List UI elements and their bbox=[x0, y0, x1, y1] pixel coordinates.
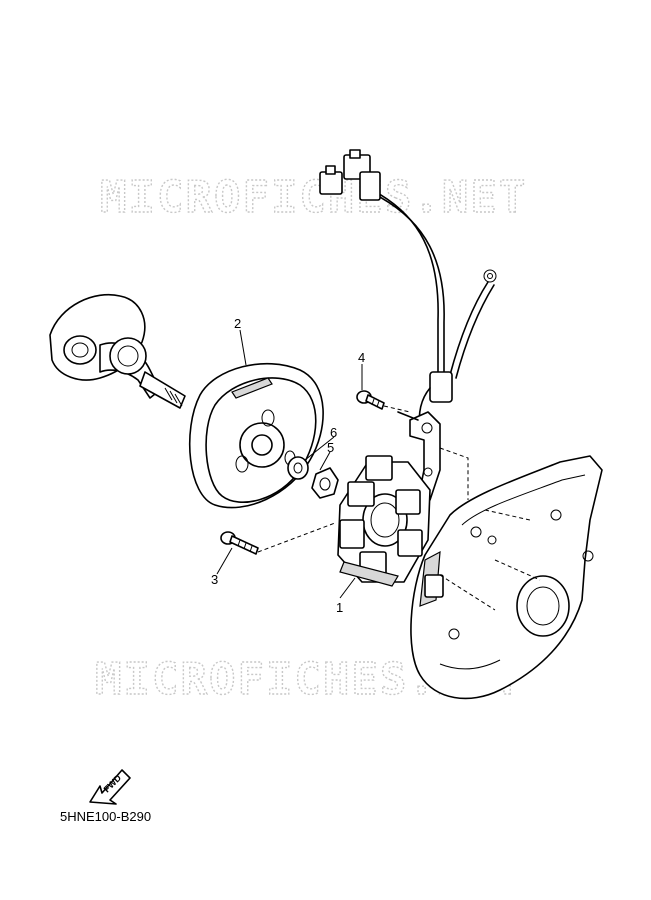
diagram-code: 5HNE100-B290 bbox=[60, 809, 151, 824]
bolt-screw-3 bbox=[220, 531, 259, 555]
callout-3: 3 bbox=[211, 572, 218, 587]
stator-assembly bbox=[337, 455, 431, 587]
callout-2: 2 bbox=[234, 316, 241, 331]
nut bbox=[311, 467, 339, 499]
flywheel-rotor bbox=[188, 362, 324, 509]
watermark-top: MICROFICHES.NET bbox=[100, 172, 527, 223]
bolt-screw-4 bbox=[356, 390, 385, 410]
forward-arrow-icon: FWD bbox=[89, 769, 131, 805]
wire-harness bbox=[371, 189, 497, 431]
callout-6: 6 bbox=[330, 425, 337, 440]
crankcase-cover bbox=[410, 455, 603, 700]
callout-1: 1 bbox=[336, 600, 343, 615]
assembly-lines bbox=[257, 405, 541, 611]
connector-lower bbox=[319, 165, 343, 195]
leader-lines bbox=[216, 329, 363, 599]
connector-upper bbox=[343, 149, 381, 201]
callout-5: 5 bbox=[327, 440, 334, 455]
crankshaft bbox=[49, 294, 186, 409]
callout-4: 4 bbox=[358, 350, 365, 365]
washer bbox=[287, 456, 309, 480]
